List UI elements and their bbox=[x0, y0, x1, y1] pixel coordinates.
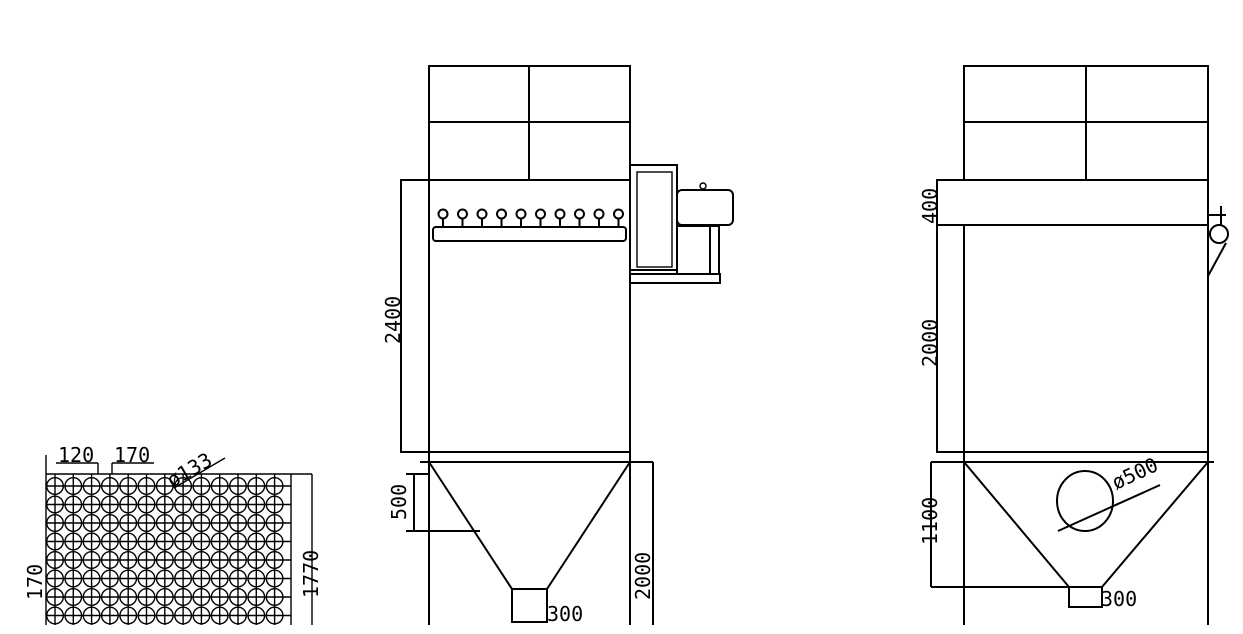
dim-1100: 1100 bbox=[918, 497, 942, 545]
pulse-valve bbox=[457, 208, 468, 220]
dim-400: 400 bbox=[918, 188, 942, 224]
dim-300-side-outlet: 300 bbox=[1101, 587, 1137, 611]
dim-2000-hopper: 2000 bbox=[631, 552, 655, 600]
dim-500-inlet: 500 bbox=[387, 484, 411, 520]
pulse-valve bbox=[613, 208, 624, 220]
dim-300-outlet: 300 bbox=[547, 602, 583, 626]
pulse-valve bbox=[476, 208, 488, 220]
pulse-valve bbox=[593, 208, 605, 220]
pulse-valve bbox=[496, 208, 507, 220]
dim-1770: 1770 bbox=[299, 550, 323, 598]
dim-170-pitch: 170 bbox=[114, 443, 150, 467]
dim-2400: 2400 bbox=[381, 296, 405, 344]
dim-120: 120 bbox=[58, 443, 94, 467]
pulse-valve bbox=[574, 208, 585, 220]
pulse-valve bbox=[437, 208, 449, 220]
dim-2000-body: 2000 bbox=[918, 319, 942, 367]
pulse-valve bbox=[515, 208, 527, 220]
dim-170-row: 170 bbox=[23, 564, 47, 600]
front-view: 2400 500 2000 300 bbox=[381, 65, 734, 626]
pulse-valve bbox=[535, 208, 546, 220]
filter-bag-grid bbox=[45, 474, 291, 625]
side-view: 400 2000 1100 ø500 300 bbox=[918, 65, 1229, 625]
pulse-valve bbox=[554, 208, 566, 220]
plan-view: 120 170 ø133 170 1770 bbox=[23, 443, 323, 625]
pulse-valve-row bbox=[437, 208, 624, 227]
